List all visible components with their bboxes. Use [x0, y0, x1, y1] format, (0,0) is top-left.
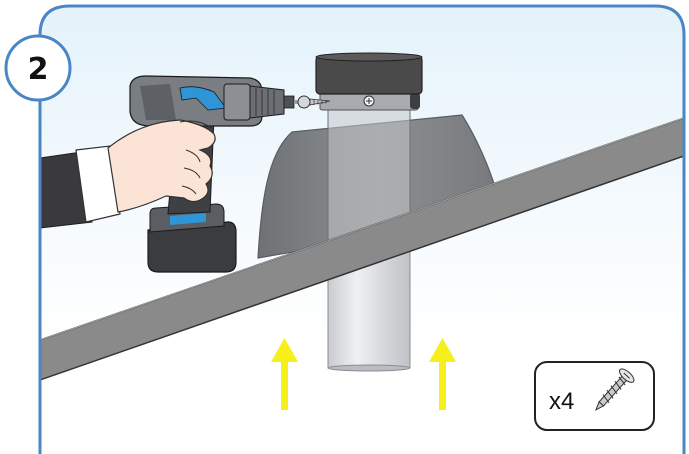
up-arrow-right-icon [429, 338, 456, 410]
step-number: 2 [28, 52, 49, 87]
quantity-label: x4 [549, 388, 574, 415]
screw-icon [594, 368, 635, 411]
arm [40, 145, 121, 229]
frame-border [38, 4, 686, 454]
drill-battery [147, 221, 237, 273]
up-arrow-left-icon [271, 338, 298, 410]
collar-clamp [410, 93, 420, 109]
cuff [75, 145, 121, 223]
scene [40, 6, 684, 454]
step-badge: 2 [4, 34, 72, 102]
drill-chuck [249, 85, 285, 119]
quantity-box: x4 [534, 361, 655, 431]
hand [107, 119, 216, 213]
pipe-cap [315, 55, 423, 95]
